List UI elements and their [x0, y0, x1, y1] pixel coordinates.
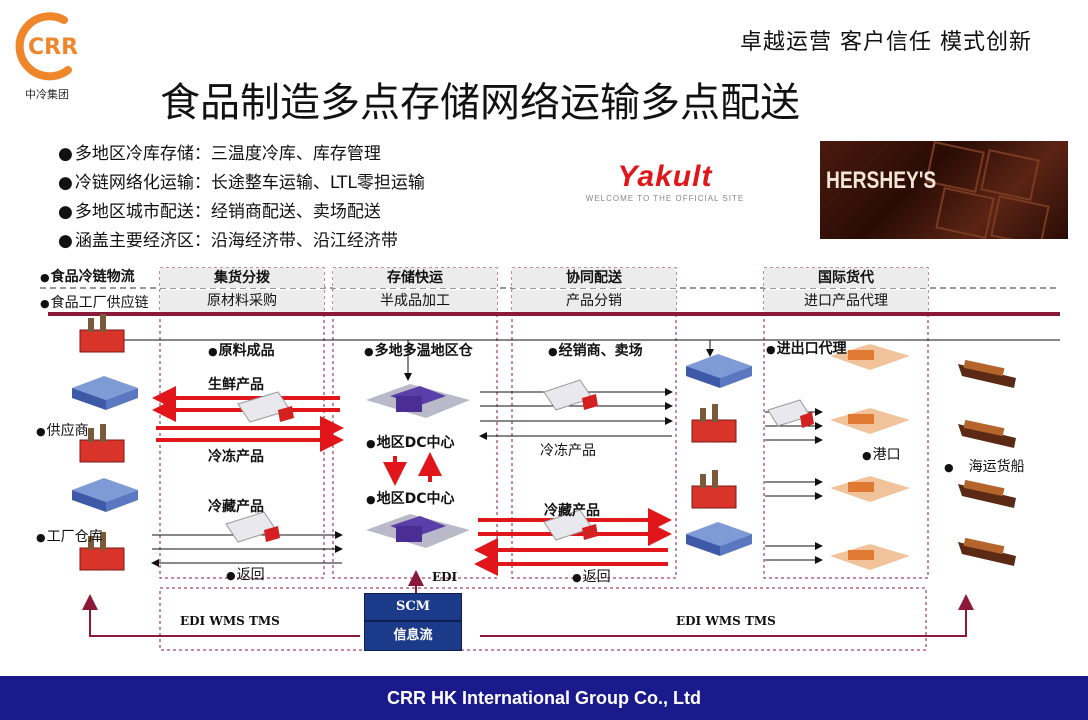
warehouse-icon: [72, 376, 138, 410]
feature-item: 多地区冷库存储：三温度冷库、库存管理: [58, 140, 425, 169]
label-frozen-right: 冷冻产品: [540, 443, 596, 459]
distribution-center-icon: [366, 514, 470, 548]
label-return-right: 返回: [572, 566, 611, 586]
label-raw-products: 原料成品: [208, 340, 275, 360]
crr-logo-icon: CRR: [15, 12, 78, 81]
feature-item: 冷链网络化运输：长途整车运输、LTL零担运输: [58, 169, 425, 198]
cargo-ship-icon: [958, 537, 1016, 566]
label-frozen-left: 冷冻产品: [208, 449, 264, 465]
factory-icon: [691, 404, 737, 443]
footer-bar: CRR HK International Group Co., Ltd: [0, 676, 1088, 720]
truck-icon: [237, 391, 294, 423]
label-dc-2: 地区DC中心: [366, 488, 455, 508]
label-fresh: 生鲜产品: [208, 377, 264, 393]
truck-icon: [543, 379, 598, 411]
feature-item: 多地区城市配送：经销商配送、卖场配送: [58, 198, 425, 227]
stage-header-distribution: 协同配送: [512, 268, 676, 288]
label-edi-mid: EDI: [432, 570, 458, 584]
systems-left: EDI WMS TMS: [180, 614, 280, 628]
feature-item: 涵盖主要经济区：沿海经济带、沿江经济带: [58, 227, 425, 256]
company-logo: CRR 中冷集团: [12, 8, 82, 101]
label-multi-warehouse: 多地多温地区仓: [364, 340, 473, 360]
systems-right: EDI WMS TMS: [676, 614, 776, 628]
label-dc-1: 地区DC中心: [366, 432, 455, 452]
port-icon: [830, 544, 910, 570]
scm-box: SCM: [364, 593, 462, 621]
port-icon: [830, 408, 910, 434]
cargo-ship-icon: [958, 419, 1016, 448]
cargo-ship-icon: [958, 359, 1016, 388]
label-chilled-left: 冷藏产品: [208, 499, 264, 515]
factory-icon: [79, 314, 125, 353]
stage-header-storage: 存储快运: [333, 268, 497, 288]
page-title: 食品制造多点存储网络运输多点配送: [160, 80, 800, 126]
stage-header-collection: 集货分拨: [160, 268, 324, 288]
feature-list: 多地区冷库存储：三温度冷库、库存管理 冷链网络化运输：长途整车运输、LTL零担运…: [58, 140, 425, 256]
tagline: 卓越运营 客户信任 模式创新: [740, 30, 1032, 55]
port-icon: [830, 476, 910, 502]
factory-icon: [691, 470, 737, 509]
yakult-subtitle: WELCOME TO THE OFFICIAL SITE: [585, 194, 745, 203]
row-label-supply-chain: 食品工厂供应链: [40, 292, 149, 312]
label-chilled-right: 冷藏产品: [544, 503, 600, 519]
factory-icon: [79, 532, 125, 571]
stage-frame: [511, 267, 677, 579]
logo-caption: 中冷集团: [25, 88, 69, 101]
svg-text:CRR: CRR: [28, 35, 78, 60]
label-ship: 海运货船: [944, 456, 1025, 476]
label-port: 港口: [862, 444, 901, 464]
label-dealer: 经销商、卖场: [548, 340, 643, 360]
black-flow-arrows-right: [765, 408, 823, 564]
stage-header-forwarding: 国际货代: [764, 268, 928, 288]
port-icon: [830, 344, 910, 370]
truck-icon: [225, 511, 280, 543]
stage-frame: [763, 267, 929, 579]
stage-sub-storage: 半成品加工: [333, 290, 497, 312]
warehouse-icon: [686, 354, 752, 388]
label-import-agent: 进出口代理: [766, 338, 847, 358]
chocolate-bar-icon: [925, 141, 1050, 239]
hersheys-wordmark: HERSHEY'S: [826, 167, 937, 194]
yakult-wordmark: Yakult: [617, 160, 713, 193]
truck-icon: [767, 399, 814, 428]
distribution-center-icon: [366, 384, 470, 418]
stage-sub-forwarding: 进口产品代理: [764, 290, 928, 312]
truck-icon: [543, 509, 598, 541]
label-supplier: 供应商: [36, 420, 89, 440]
row-label-cold-chain: 食品冷链物流: [40, 266, 135, 286]
stage-sub-collection: 原材料采购: [160, 290, 324, 312]
label-return-left: 返回: [226, 564, 265, 584]
hersheys-image: HERSHEY'S: [820, 141, 1068, 239]
info-flow-box: 信息流: [364, 621, 462, 651]
warehouse-icon: [72, 478, 138, 512]
stage-sub-distribution: 产品分销: [512, 290, 676, 312]
info-flow-lines: [82, 570, 974, 637]
factory-icon: [79, 424, 125, 463]
cargo-ship-icon: [958, 479, 1016, 508]
label-factory-warehouse: 工厂仓库: [36, 526, 103, 546]
yakult-logo: Yakult WELCOME TO THE OFFICIAL SITE: [540, 160, 790, 220]
warehouse-icon: [686, 522, 752, 556]
